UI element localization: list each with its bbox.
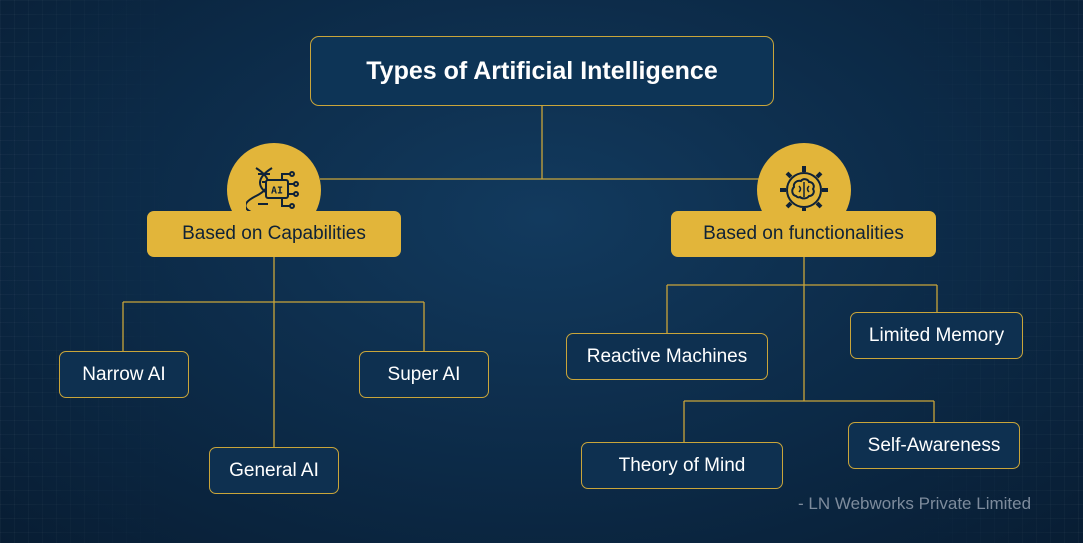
leaf-self-awareness: Self-Awareness	[848, 422, 1020, 469]
leaf-reactive-machines: Reactive Machines	[566, 333, 768, 380]
diagram-title: Types of Artificial Intelligence	[310, 36, 774, 106]
leaf-super-ai: Super AI	[359, 351, 489, 398]
credit-text: - LN Webworks Private Limited	[798, 494, 1032, 513]
category-functionalities: Based on functionalities	[671, 211, 936, 257]
category-capabilities: Based on Capabilities	[147, 211, 401, 257]
svg-text:AI: AI	[271, 186, 283, 197]
leaf-theory-of-mind: Theory of Mind	[581, 442, 783, 489]
leaf-narrow-ai: Narrow AI	[59, 351, 189, 398]
leaf-limited-memory: Limited Memory	[850, 312, 1023, 359]
leaf-general-ai: General AI	[209, 447, 339, 494]
